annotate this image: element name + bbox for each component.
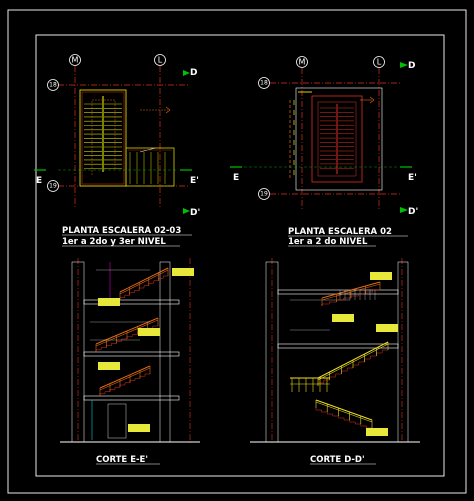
- sheet-border-inner: [35, 34, 445, 477]
- axis-label-19: 19: [49, 183, 57, 190]
- section-right: CORTE D-D': [250, 258, 420, 465]
- handrail: [315, 399, 373, 421]
- section-mark-d-right: D: [408, 61, 415, 71]
- handrail: [99, 365, 151, 389]
- axis-label-19-right: 19: [260, 191, 268, 198]
- plan-left-title: PLANTA ESCALERA 02-03: [62, 226, 181, 236]
- level-tags-left: [98, 268, 194, 432]
- axis-label-m: M: [72, 56, 79, 65]
- section-mark-e-right: E: [233, 173, 239, 183]
- axis-label-l: L: [158, 56, 163, 65]
- handrail: [315, 401, 373, 423]
- section-mark-d: D: [190, 68, 197, 78]
- section-mark-d-prime-right: D': [408, 207, 418, 217]
- stair-plan-right: M L 18 19 D D' E E' PLANTA ESCALERA 02 1…: [230, 56, 418, 247]
- section-left: CORTE E-E': [60, 258, 200, 465]
- sheet-border-outer: [7, 9, 467, 494]
- section-right-title: CORTE D-D': [310, 455, 365, 465]
- axis-label-m-right: M: [299, 58, 306, 67]
- section-mark-e-prime-right: E': [408, 173, 417, 183]
- handrail: [99, 367, 151, 391]
- plan-left-subtitle: 1er a 2do y 3er NIVEL: [62, 237, 166, 247]
- section-mark-d-prime: D': [190, 208, 200, 218]
- plan-right-subtitle: 1er a 2 do NIVEL: [288, 237, 368, 247]
- plan-right-title: PLANTA ESCALERA 02: [288, 227, 392, 237]
- axis-label-18: 18: [49, 82, 57, 89]
- axis-label-l-right: L: [377, 58, 382, 67]
- handrail: [119, 269, 169, 295]
- section-left-title: CORTE E-E': [96, 455, 148, 465]
- axis-label-18-right: 18: [260, 80, 268, 87]
- section-mark-e-prime: E': [190, 176, 199, 186]
- stair-plan-left: M L 18 19 D D' E E' PLANTA ESCALERA 02-0…: [34, 54, 200, 247]
- level-tags-right: [332, 272, 398, 436]
- handrail: [119, 267, 169, 293]
- section-mark-e: E: [36, 176, 42, 186]
